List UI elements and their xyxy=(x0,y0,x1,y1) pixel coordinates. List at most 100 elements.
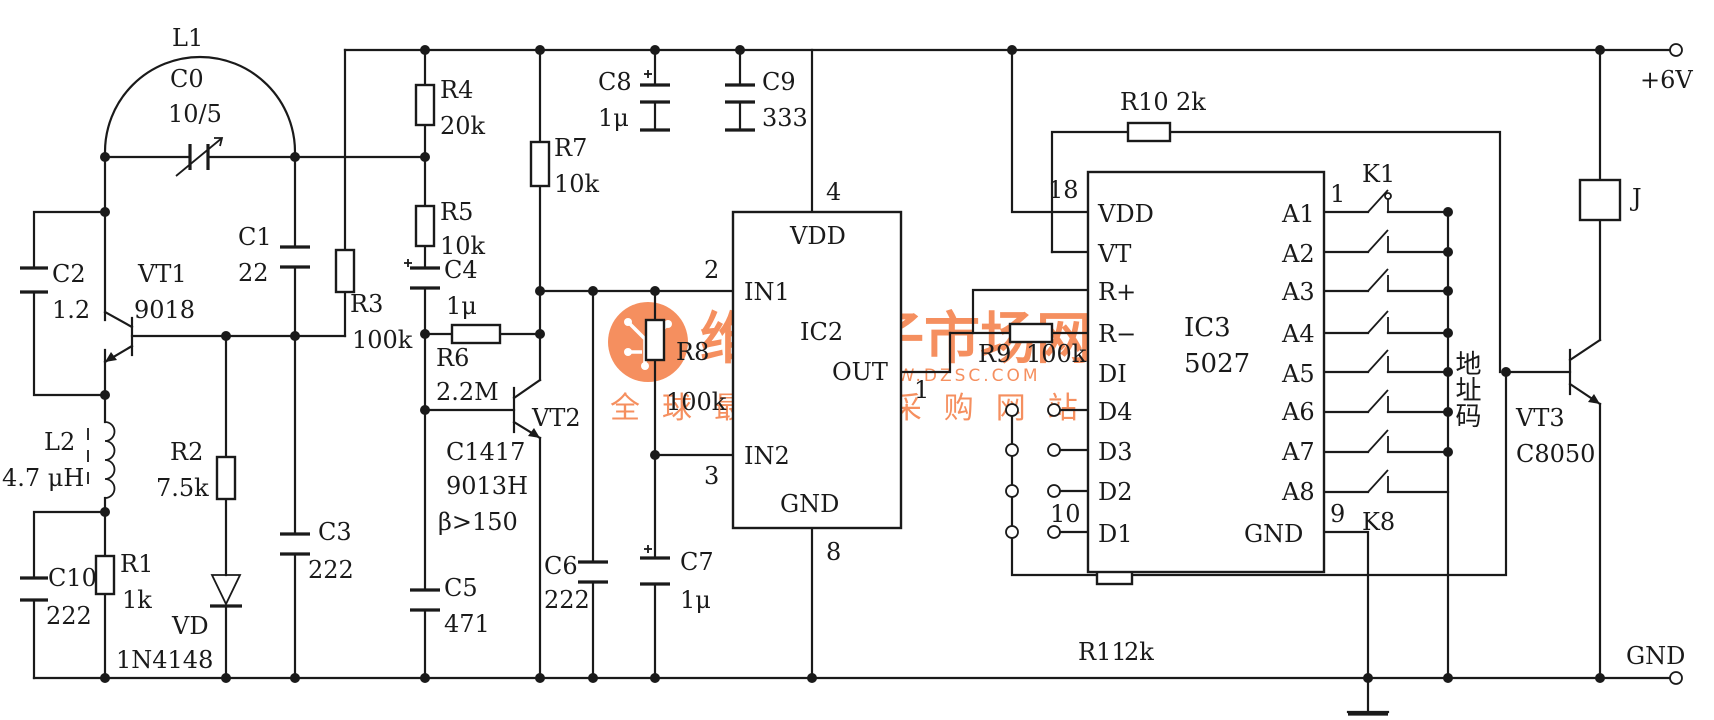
r8-value: 100k xyxy=(666,388,727,416)
resistor-r4 xyxy=(414,83,436,127)
switch-k1-label: K1 xyxy=(1362,160,1395,188)
r11-value: 2k xyxy=(1124,638,1154,666)
vt1-name: VT1 xyxy=(137,260,187,288)
c5-name: C5 xyxy=(444,574,478,602)
supply-gnd-label: GND xyxy=(1626,642,1685,670)
vd-part: 1N4148 xyxy=(116,646,213,674)
c2-name: C2 xyxy=(52,260,86,288)
vt2-emitter-arrow xyxy=(528,428,540,438)
diode-vd xyxy=(210,574,242,608)
ic2-pin-gnd-number: 8 xyxy=(826,538,841,566)
c7-value: 1μ xyxy=(680,586,711,614)
ic3-name: IC3 xyxy=(1184,313,1231,343)
l1-label: L1 xyxy=(172,24,203,52)
c4-name: C4 xyxy=(444,256,478,284)
vt2-beta: β>150 xyxy=(438,508,518,536)
resistor-r1 xyxy=(94,554,116,596)
c9-name: C9 xyxy=(762,68,796,96)
resistor-r7 xyxy=(529,140,551,188)
resistor-r10 xyxy=(1126,121,1172,143)
ic3-pin9: 9 xyxy=(1330,500,1345,528)
capacitor-c8 xyxy=(640,70,670,132)
resistor-r2 xyxy=(215,455,237,501)
c9-value: 333 xyxy=(762,104,808,132)
capacitor-c10 xyxy=(20,576,48,602)
ic3-left-pin-9: D1 xyxy=(1098,520,1133,548)
r3-name: R3 xyxy=(350,290,383,318)
ic2-body xyxy=(731,210,903,530)
wires xyxy=(32,48,1678,714)
vt3-name: VT3 xyxy=(1515,404,1565,432)
ic3-right-pin-1: A1 xyxy=(1281,200,1315,228)
address-code-label: 地址码 xyxy=(1451,350,1481,428)
c8-name: C8 xyxy=(598,68,632,96)
vt1-part: 9018 xyxy=(134,296,195,324)
r3-value: 100k xyxy=(352,326,413,354)
c2-value: 1.2 xyxy=(52,296,90,324)
c3-value: 222 xyxy=(308,556,354,584)
capacitor-c1 xyxy=(280,245,310,269)
l2-name: L2 xyxy=(44,428,75,456)
capacitor-c7 xyxy=(640,545,670,586)
c0-name: C0 xyxy=(170,65,204,93)
ic2-gnd-label: GND xyxy=(780,490,839,518)
ic3-left-pin-1: VDD xyxy=(1097,200,1154,228)
vt1-emitter-arrow xyxy=(105,352,117,362)
c5-value: 471 xyxy=(444,610,490,638)
c10-value: 222 xyxy=(46,602,92,630)
r8-name: R8 xyxy=(676,338,709,366)
capacitor-c5 xyxy=(410,588,440,612)
r7-name: R7 xyxy=(554,134,587,162)
vt2-part1: C1417 xyxy=(446,438,525,466)
ic3-left-pin-3: R+ xyxy=(1098,278,1136,306)
r2-name: R2 xyxy=(170,438,203,466)
labels: L1 C0 10/5 C2 1.2 VT1 9018 C1 22 R3 100k… xyxy=(2,24,1693,674)
capacitor-c4 xyxy=(404,259,440,290)
ic3-right-pin-3: A3 xyxy=(1281,278,1315,306)
ic3-right-pin-6: A6 xyxy=(1281,398,1315,426)
dip-switches xyxy=(1367,189,1389,493)
c8-value: 1μ xyxy=(598,104,629,132)
r5-name: R5 xyxy=(440,198,473,226)
r10-value: 2k xyxy=(1176,88,1206,116)
capacitor-c9 xyxy=(725,83,755,132)
c6-value: 222 xyxy=(544,586,590,614)
c1-name: C1 xyxy=(238,223,272,251)
c6-name: C6 xyxy=(544,552,578,580)
r9-value: 100k xyxy=(1026,340,1087,368)
components xyxy=(20,70,1622,716)
ic3-left-pin-5: DI xyxy=(1098,360,1127,388)
vd-name: VD xyxy=(171,612,209,640)
relay-j xyxy=(1578,178,1622,222)
r4-name: R4 xyxy=(440,76,473,104)
l2-value: 4.7 μH xyxy=(2,464,84,492)
ic2-name: IC2 xyxy=(800,318,843,346)
ic3-left-pin-2: VT xyxy=(1097,240,1131,268)
vt3-part: C8050 xyxy=(1516,440,1595,468)
c0-value: 10/5 xyxy=(168,100,222,128)
r5-value: 10k xyxy=(440,232,486,260)
ic3-left-pin-4: R− xyxy=(1098,320,1136,348)
ic3-right-pin-9: GND xyxy=(1244,520,1303,548)
vt3-emitter-arrow xyxy=(1588,394,1600,404)
ic3-pin1: 1 xyxy=(1330,180,1345,208)
resistor-r9 xyxy=(1008,322,1054,344)
ic2-pin-out-number: 1 xyxy=(914,376,929,404)
r10-name: R10 xyxy=(1120,88,1169,116)
c7-name: C7 xyxy=(680,548,714,576)
ic2-in1-label: IN1 xyxy=(744,278,790,306)
ic3-left-pin-6: D4 xyxy=(1098,398,1133,426)
c3-name: C3 xyxy=(318,518,352,546)
relay-j-label: J xyxy=(1629,184,1642,212)
ic2-vdd-label: VDD xyxy=(789,222,846,250)
r6-value: 2.2M xyxy=(436,378,499,406)
r1-value: 1k xyxy=(122,586,152,614)
ic2-out-label: OUT xyxy=(832,358,888,386)
open-terminals xyxy=(1005,43,1683,685)
ic3-right-pin-4: A4 xyxy=(1281,320,1315,348)
junctions xyxy=(100,45,1605,683)
supply-vplus-label: +6V xyxy=(1640,66,1693,94)
ic3-pin10: 10 xyxy=(1050,500,1081,528)
r11-name: R11 xyxy=(1078,638,1127,666)
